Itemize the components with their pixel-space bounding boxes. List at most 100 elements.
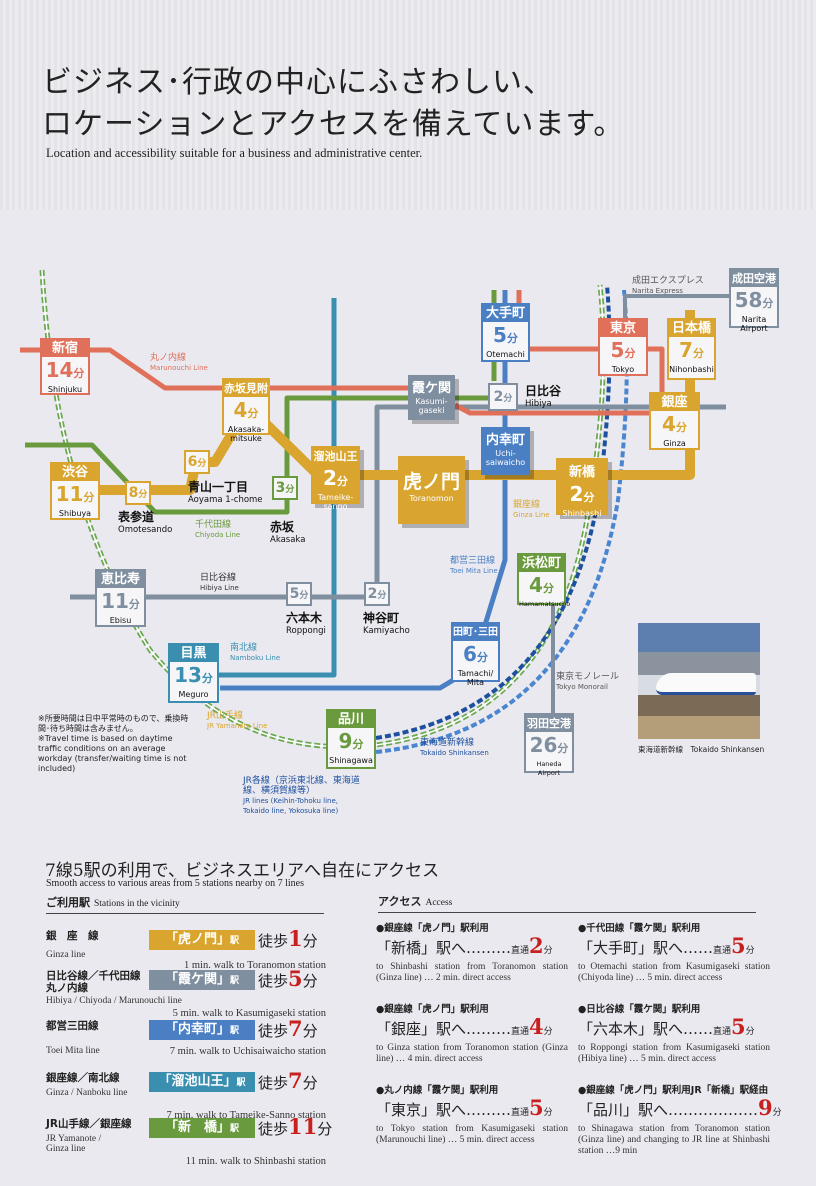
line-name: 日比谷線／千代田線 丸ノ内線: [46, 970, 141, 994]
station-badge: 「内幸町」駅: [149, 1020, 255, 1040]
station-name: 虎ノ門: [400, 470, 463, 494]
station-name-en: Otemachi: [486, 350, 525, 359]
access-destination: 「六本木」駅へ……直通5分: [578, 1016, 770, 1043]
station-aoyama-time[interactable]: 6分: [184, 450, 210, 474]
access-item: ●銀座線「虎ノ門」駅利用JR「新橋」駅経由 「品川」駅へ………………9分 to …: [578, 1084, 782, 1157]
station-name-en: Ginza: [663, 439, 686, 448]
line-name-en: Ginza line: [46, 950, 86, 960]
label-ja: 東京モノレール: [556, 672, 620, 682]
travel-time: 26: [529, 733, 558, 757]
station-omotesando-time[interactable]: 8分: [125, 481, 151, 505]
minute-unit: 分: [543, 946, 553, 956]
station-name: 新宿: [42, 340, 88, 357]
minute-unit: 分: [506, 332, 518, 345]
travel-time: 9: [338, 729, 353, 753]
travel-time: 8: [128, 485, 139, 501]
station-name-en: Tokyo: [611, 365, 635, 374]
station-row: 都営三田線 Toei Mita line 「内幸町」駅 徒歩7分 7 min. …: [46, 1016, 326, 1068]
destination: 「品川」駅へ………………: [578, 1101, 759, 1119]
station-row: 銀座線／南北線 Ginza / Nanboku line 「溜池山王」駅 徒歩7…: [46, 1068, 326, 1121]
station-hibiya-time[interactable]: 2分: [488, 383, 518, 411]
travel-time-note: ※所要時間は日中平常時のもので、乗換時間･待ち時間は含みません。※Travel …: [38, 714, 198, 774]
access-kind: 直通: [511, 1108, 530, 1118]
marunouchi-line: [20, 290, 665, 416]
travel-time: 4: [233, 398, 248, 422]
station-badge: 「新 橋」駅: [149, 1118, 255, 1138]
station-suffix: 駅: [230, 976, 240, 986]
walk-description: 5 min. walk to Kasumigaseki station: [172, 1008, 326, 1019]
minute-unit: 分: [377, 591, 387, 601]
station-name: 「虎ノ門」: [164, 932, 230, 947]
travel-time: 14: [45, 358, 74, 382]
label-ja: 赤坂: [270, 520, 295, 534]
access-description: to Otemachi station from Kasumigaseki st…: [578, 962, 770, 983]
label-ja: 丸ノ内線: [150, 353, 187, 363]
minute-unit: 分: [302, 1074, 318, 1092]
walk-time: 徒歩5分: [258, 966, 318, 991]
minute-unit: 分: [83, 491, 95, 504]
station-name-en: Shibuya: [58, 509, 92, 518]
station-name-en: Meguro: [178, 690, 209, 699]
station-name: 大手町: [483, 305, 528, 322]
label-en: JR Yamanote Line: [207, 722, 268, 730]
access-destination: 「大手町」駅へ……直通5分: [578, 935, 770, 962]
travel-time: 5: [289, 586, 300, 602]
walk-description: 7 min. walk to Uchisaiwaicho station: [169, 1046, 326, 1057]
label-ja: 青山一丁目: [188, 480, 249, 494]
station-kamiyacho-time[interactable]: 2分: [364, 582, 390, 606]
label-ja: 六本木: [286, 611, 323, 625]
access-description: to Roppongi station from Kasumigaseki st…: [578, 1043, 770, 1064]
minute-unit: 分: [336, 475, 348, 488]
destination: 「新橋」駅へ………: [376, 939, 512, 957]
walk-prefix: 徒歩: [258, 1074, 289, 1092]
travel-time: 2: [569, 482, 584, 506]
label-ja: JR各線（京浜東北線、東海道線、横須賀線等）: [243, 776, 360, 796]
minute-unit: 分: [503, 394, 513, 404]
access-item: ●丸ノ内線「霞ケ関」駅利用 「東京」駅へ………直通5分 to Tokyo sta…: [376, 1084, 568, 1146]
namboku-line: [219, 298, 337, 678]
minute-unit: 分: [73, 367, 85, 380]
access-minutes: 4: [529, 1014, 544, 1039]
station-roppongi-time[interactable]: 5分: [286, 582, 312, 606]
minute-unit: 分: [302, 972, 318, 990]
station-name: 「溜池山王」: [158, 1074, 237, 1089]
label-en: Roppongi: [286, 626, 326, 636]
station-row: 日比谷線／千代田線 丸ノ内線 Hibiya / Chiyoda / Maruno…: [46, 966, 326, 1019]
access-minutes: 5: [731, 1014, 746, 1039]
heading-en: Access: [425, 898, 453, 908]
jr-lines: [375, 284, 612, 740]
station-suffix: 駅: [230, 1124, 240, 1134]
destination: 「六本木」駅へ……: [578, 1020, 714, 1038]
train-image: [656, 673, 756, 695]
minute-unit: 分: [285, 485, 295, 495]
destination: 「東京」駅へ………: [376, 1101, 512, 1119]
walk-time: 徒歩7分: [258, 1016, 318, 1041]
label-en: Ginza Line: [513, 511, 550, 519]
station-akasaka-time[interactable]: 3分: [272, 476, 298, 500]
page-subtitle: Location and accessibility suitable for …: [46, 146, 423, 160]
access-description: to Ginza station from Toranomon station …: [376, 1043, 568, 1064]
